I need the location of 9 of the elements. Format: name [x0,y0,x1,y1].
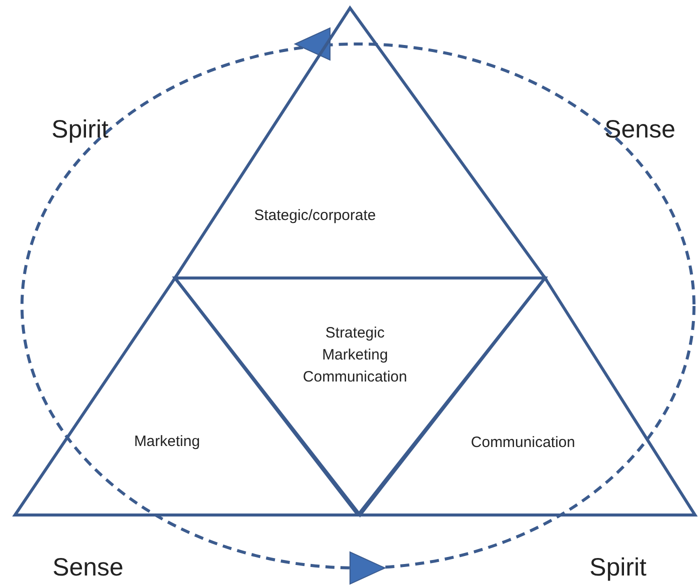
segment-label: Communication [470,433,576,454]
corner-label: Spirit [52,116,108,144]
segment-label: Strategic Marketing Communication [302,323,408,387]
triangle-segment [175,8,545,278]
segment-label: Stategic/corporate [253,206,377,226]
corner-label: Sense [52,554,124,582]
corner-label: Spirit [590,554,646,582]
segment-label: Marketing [133,432,201,452]
corner-label: Sense [604,116,676,144]
